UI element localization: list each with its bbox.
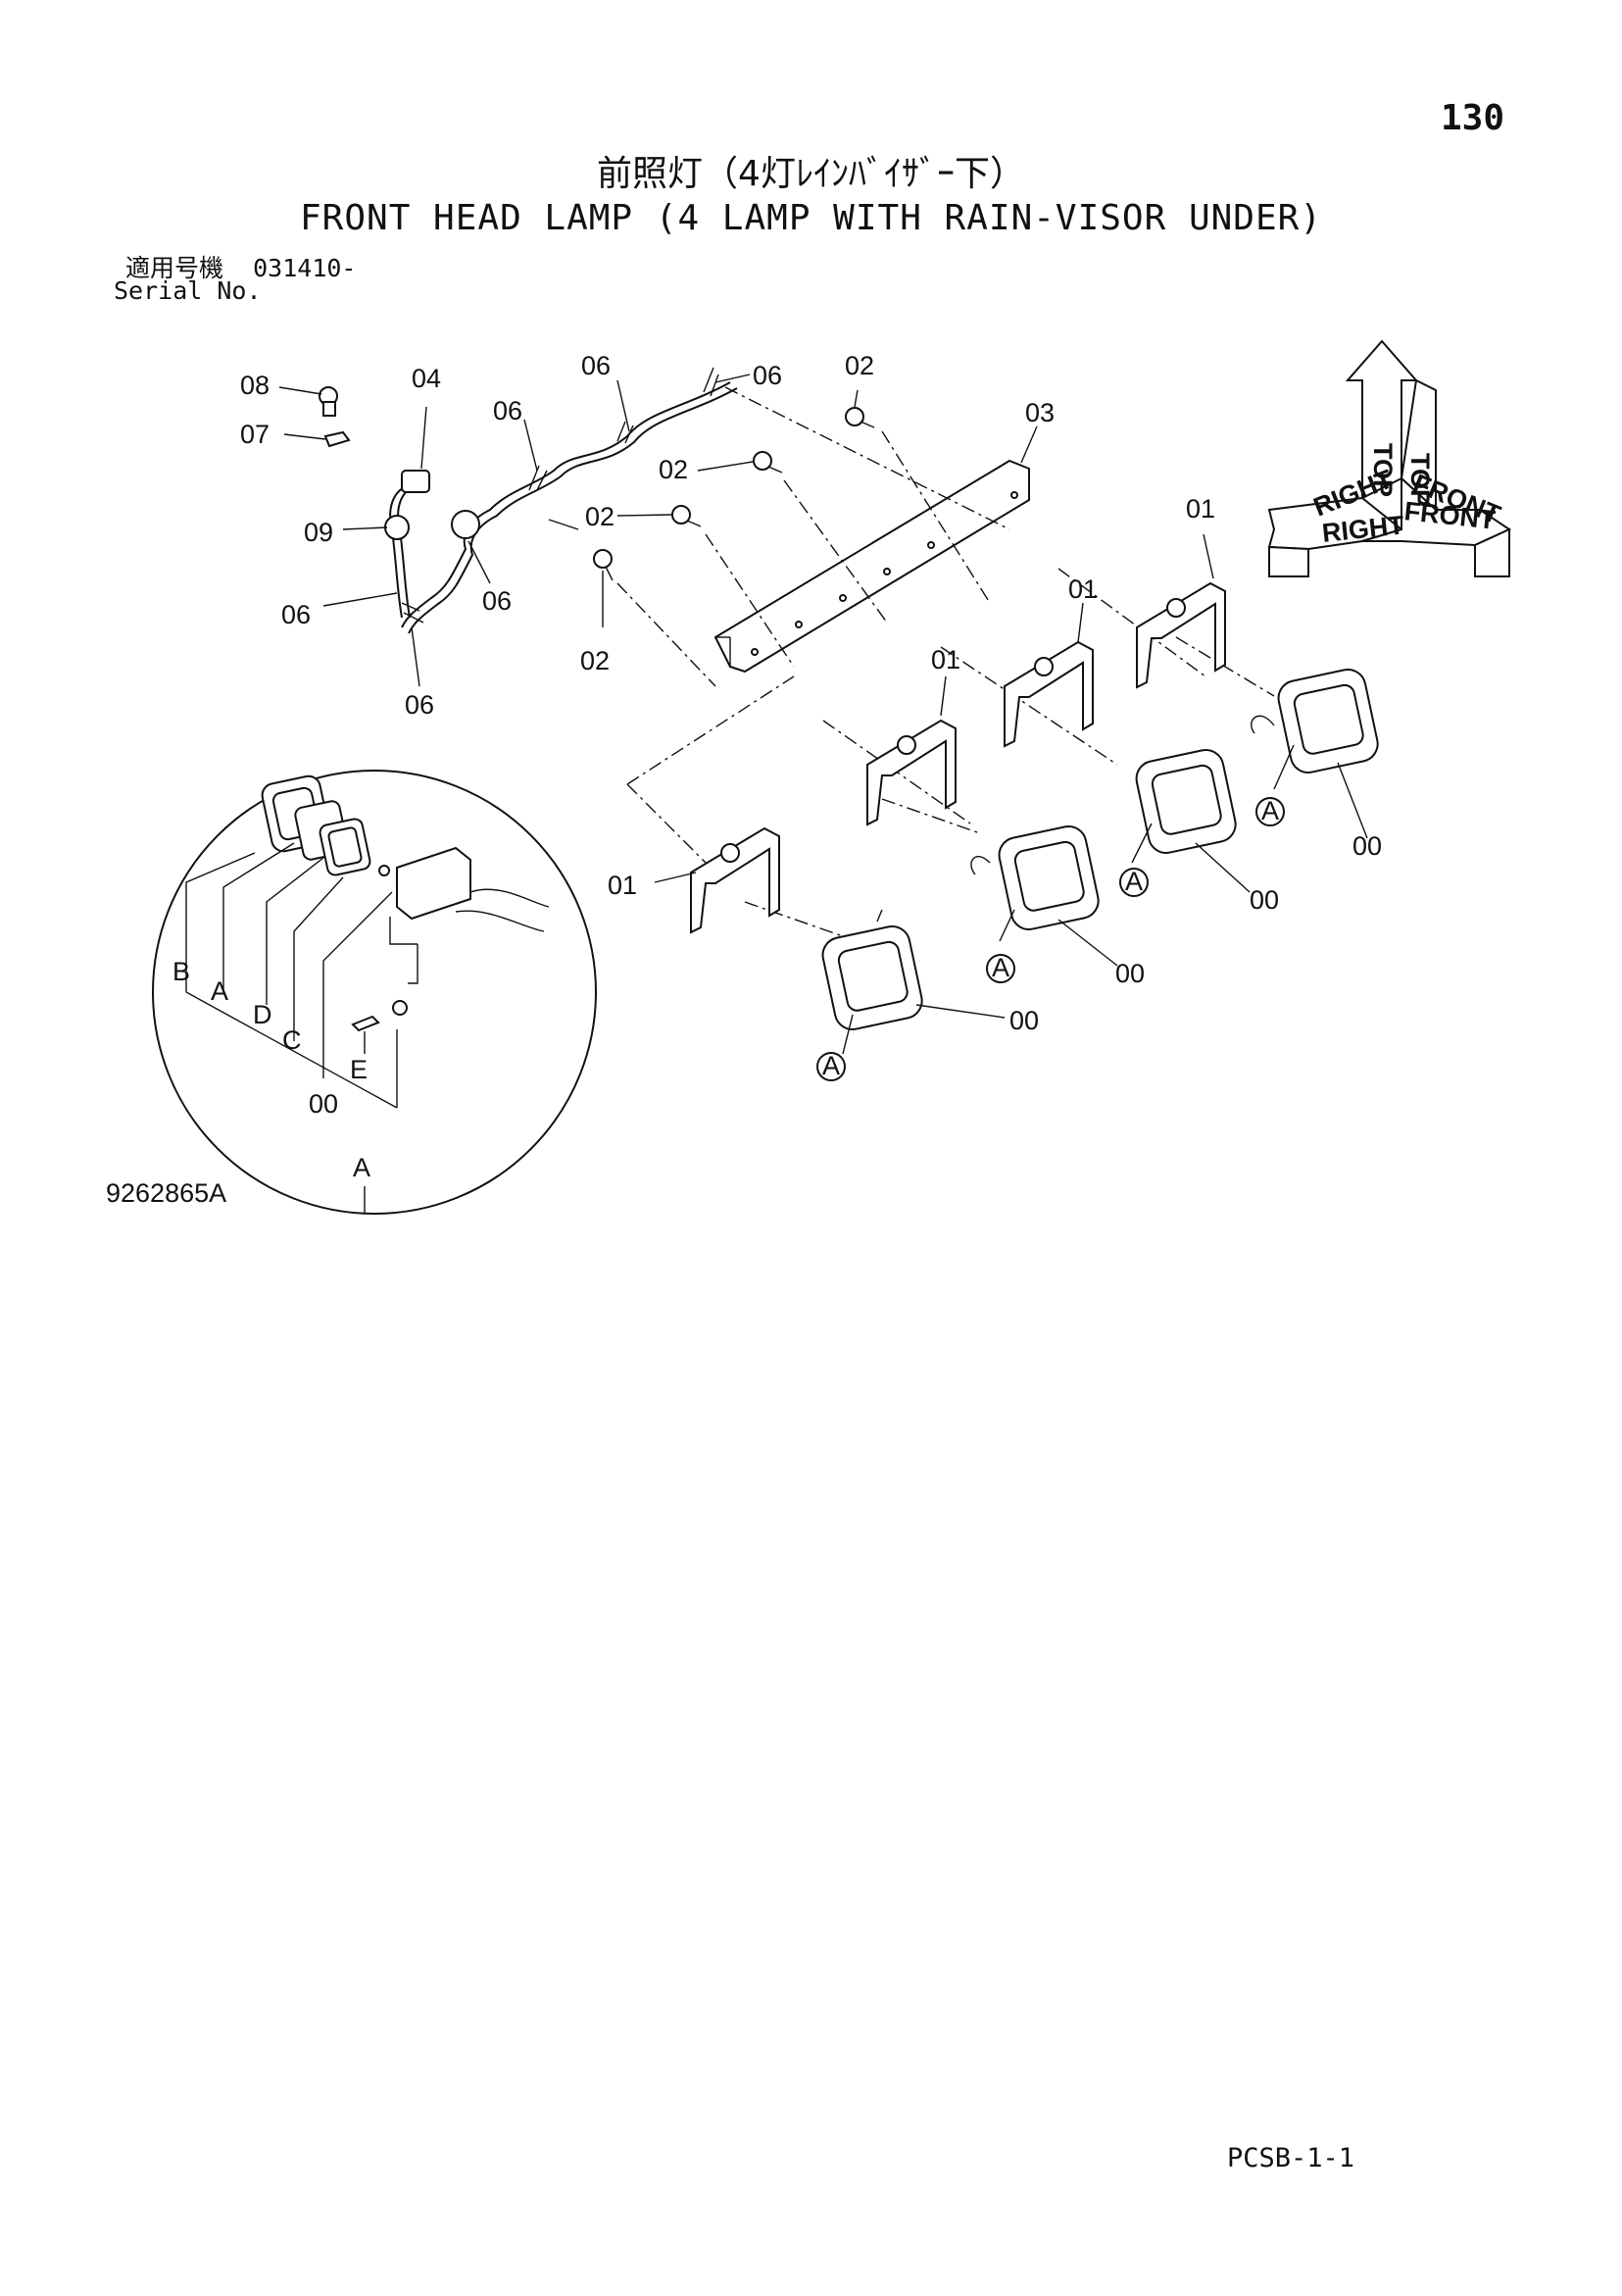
detail-label-c: C [282, 1025, 302, 1055]
callout-00-c: 00 [1115, 959, 1145, 988]
screw-icon [351, 1015, 380, 1032]
bracket-rail [713, 425, 1038, 674]
page-title: FRONT HEAD LAMP (4 LAMP WITH RAIN-VISOR … [300, 198, 1322, 238]
callout-labels: 08 04 07 09 06 06 06 06 06 06 02 02 02 0… [172, 351, 1382, 1182]
lamp-2 [1131, 749, 1251, 893]
callout-01-a: 01 [1186, 494, 1215, 524]
bracket-icon [1004, 640, 1094, 748]
arrow-top-icon [1345, 339, 1419, 500]
callout-06-e: 06 [482, 586, 512, 616]
arrow-front-base [1474, 527, 1510, 577]
bolt-icon [845, 407, 864, 426]
view-a-mark-icon [1255, 797, 1285, 826]
callout-06-f: 06 [405, 690, 434, 720]
callout-06-c: 06 [753, 361, 782, 390]
serial-label-japanese: 適用号機 [125, 254, 224, 282]
callout-01-c: 01 [931, 645, 960, 674]
orientation-top-label-2: TOP [1368, 443, 1398, 497]
arrow-right-base [1268, 545, 1309, 577]
orientation-top-label: TOP [1405, 453, 1435, 507]
detail-label-00: 00 [309, 1089, 338, 1119]
view-a-mark-4: A [822, 1051, 840, 1080]
callout-00-d: 00 [1009, 1006, 1039, 1035]
view-a-mark-1: A [1261, 796, 1279, 825]
serial-value: 031410- [253, 254, 357, 282]
callout-01-b: 01 [1068, 574, 1098, 604]
lamp-4 [821, 909, 1006, 1055]
washer-icon [392, 1000, 408, 1016]
lamp-3 [970, 825, 1118, 967]
callout-02-b: 02 [659, 455, 688, 484]
view-a-mark-icon [1119, 868, 1149, 897]
detail-label-b: B [172, 957, 190, 986]
view-a-mark-3: A [992, 953, 1009, 982]
wire-harness [278, 367, 751, 687]
callout-00-a: 00 [1352, 831, 1382, 861]
view-a-mark-icon [816, 1052, 846, 1081]
detail-label-d: D [253, 1000, 272, 1029]
callout-09: 09 [304, 518, 333, 547]
serial-label: Serial No. [114, 276, 262, 305]
lamp-brackets [654, 533, 1226, 934]
lamp-icon [1135, 749, 1237, 854]
bracket-icon [866, 719, 957, 826]
clip-icon [384, 515, 410, 540]
bolts [593, 389, 875, 627]
lamp-housing-icon [396, 846, 471, 921]
bolt-icon [753, 451, 772, 471]
callout-06-d: 06 [281, 600, 311, 629]
callout-02-a: 02 [845, 351, 874, 380]
footer-code: PCSB-1-1 [1227, 2143, 1355, 2173]
lamps [816, 669, 1379, 1081]
callout-02-d: 02 [580, 646, 610, 675]
orientation-indicator: TOP TOP RIGHT RIGHT FRONT FRONT [1267, 339, 1512, 577]
lamp-icon [1277, 669, 1379, 774]
callout-01-d: 01 [608, 871, 637, 900]
detail-view [152, 770, 597, 1215]
callout-04: 04 [412, 364, 441, 393]
bracket-icon [1136, 581, 1226, 689]
lamp-1 [1251, 669, 1379, 839]
page-number: 130 [1441, 98, 1505, 138]
detail-label-a-bottom: A [353, 1153, 370, 1182]
clip-icon [451, 510, 480, 539]
connector-icon [401, 470, 430, 493]
callout-03: 03 [1025, 398, 1055, 427]
detail-label-a: A [211, 976, 228, 1006]
view-a-mark-2: A [1125, 867, 1143, 896]
callout-06-b: 06 [493, 396, 522, 425]
assembly-lines [616, 386, 1275, 937]
lamp-icon [821, 925, 923, 1030]
callout-08: 08 [240, 371, 270, 400]
clamp-icon [323, 430, 351, 448]
view-a-mark-icon [986, 954, 1015, 983]
bolt-icon [593, 549, 613, 569]
callout-07: 07 [240, 420, 270, 449]
page-title-japanese: 前照灯（4灯ﾚｲﾝﾊﾞｲｻﾞｰ下） [597, 154, 1025, 194]
arrow-right-icon [1267, 496, 1404, 551]
rim-icon [319, 818, 371, 876]
callout-00-b: 00 [1250, 885, 1279, 915]
drawing-number: 9262865A [106, 1178, 227, 1208]
serial-applicability: 適用号機 031410- [125, 249, 356, 284]
callout-02-c: 02 [585, 502, 614, 531]
detail-circle [152, 770, 597, 1215]
bracket-icon [690, 826, 780, 934]
detail-label-e: E [350, 1055, 368, 1084]
callout-06-a: 06 [581, 351, 611, 380]
